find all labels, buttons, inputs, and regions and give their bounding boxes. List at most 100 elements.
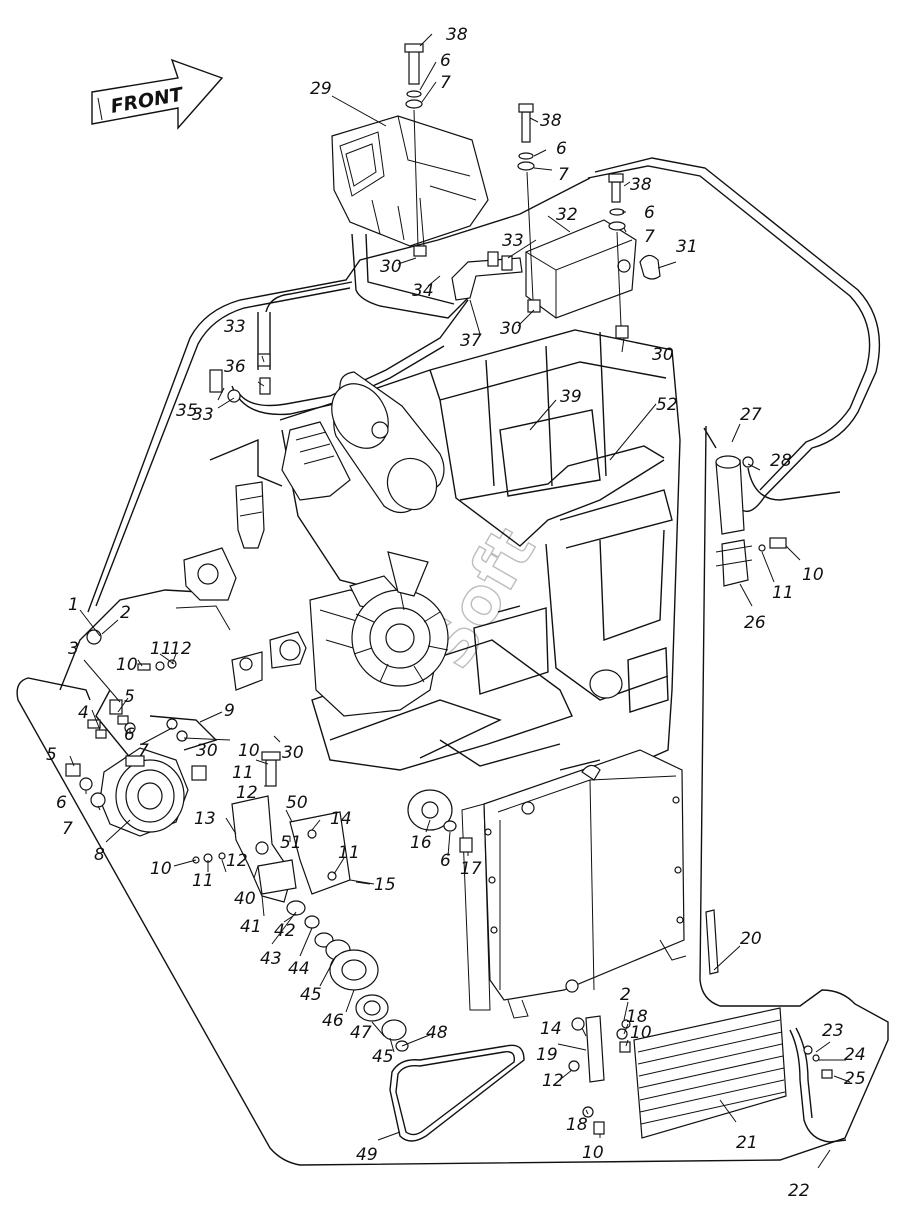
- callout-7: 7: [644, 227, 655, 247]
- callout-14: 14: [330, 809, 352, 829]
- callout-10: 10: [238, 741, 260, 761]
- callout-7: 7: [440, 73, 451, 93]
- callout-45: 45: [372, 1047, 394, 1067]
- callout-28: 28: [770, 451, 792, 471]
- callout-30: 30: [652, 345, 674, 365]
- callout-34: 34: [412, 281, 434, 301]
- callout-21: 21: [736, 1133, 758, 1153]
- callout-10: 10: [802, 565, 824, 585]
- callout-7: 7: [62, 819, 73, 839]
- callout-7: 7: [138, 741, 149, 761]
- callout-12: 12: [236, 783, 258, 803]
- callout-40: 40: [234, 889, 256, 909]
- callout-38: 38: [630, 175, 652, 195]
- callout-10: 10: [150, 859, 172, 879]
- callout-11: 11: [192, 871, 214, 891]
- compressor: [99, 747, 207, 837]
- callout-18: 18: [566, 1115, 588, 1135]
- callout-30: 30: [500, 319, 522, 339]
- callout-50: 50: [286, 793, 308, 813]
- callout-30: 30: [380, 257, 402, 277]
- receiver-drier-box: [525, 219, 661, 319]
- machine-frame: [209, 329, 681, 781]
- callout-11: 11: [150, 639, 172, 659]
- callout-5: 5: [124, 687, 135, 707]
- bolt-stack-c: [608, 173, 629, 339]
- callout-labels: 38 6 7 29 38 6 7 38 6 7 32 33 31 30 34 3…: [46, 25, 866, 1201]
- condenser: [568, 909, 847, 1143]
- callout-42: 42: [274, 921, 296, 941]
- muffler: [331, 371, 445, 514]
- callout-38: 38: [446, 25, 468, 45]
- callout-6: 6: [56, 793, 67, 813]
- callout-52: 52: [656, 395, 678, 415]
- callout-11: 11: [772, 583, 794, 603]
- bolt-stack-b: [517, 103, 541, 313]
- bolt-stack-a: [404, 43, 427, 257]
- callout-11: 11: [338, 843, 360, 863]
- callout-29: 29: [310, 79, 332, 99]
- callout-3: 3: [68, 639, 79, 659]
- front-label: FRONT: [109, 83, 186, 118]
- callout-18: 18: [626, 1007, 648, 1027]
- callout-46: 46: [322, 1011, 344, 1031]
- expansion-valve: [209, 353, 271, 403]
- callout-45: 45: [300, 985, 322, 1005]
- callout-32: 32: [556, 205, 578, 225]
- callout-16: 16: [410, 833, 432, 853]
- idler-pulley: [407, 789, 473, 853]
- pulley-assembly: [286, 900, 409, 1052]
- callout-33: 33: [502, 231, 524, 251]
- drive-belt: [389, 1044, 525, 1142]
- callout-4: 4: [78, 703, 89, 723]
- callout-47: 47: [350, 1023, 372, 1043]
- callout-25: 25: [844, 1069, 866, 1089]
- callout-22: 22: [788, 1181, 810, 1201]
- callout-33: 33: [192, 405, 214, 425]
- callout-24: 24: [844, 1045, 866, 1065]
- callout-38: 38: [540, 111, 562, 131]
- callout-20: 20: [740, 929, 762, 949]
- callout-11: 11: [232, 763, 254, 783]
- callout-27: 27: [740, 405, 762, 425]
- callout-9: 9: [224, 701, 235, 721]
- callout-5: 5: [46, 745, 57, 765]
- evaporator-unit: [331, 115, 489, 247]
- callout-2: 2: [120, 603, 131, 623]
- callout-19: 19: [536, 1045, 558, 1065]
- callout-13: 13: [194, 809, 216, 829]
- callout-6: 6: [556, 139, 567, 159]
- callout-6: 6: [440, 51, 451, 71]
- callout-23: 23: [822, 1021, 844, 1041]
- callout-31: 31: [676, 237, 698, 257]
- radiator: [461, 749, 687, 1019]
- callout-12: 12: [542, 1071, 564, 1091]
- callout-7: 7: [558, 165, 569, 185]
- callout-43: 43: [260, 949, 282, 969]
- callout-37: 37: [460, 331, 482, 351]
- callout-10: 10: [630, 1023, 652, 1043]
- cooling-fan: [351, 551, 449, 687]
- callout-51: 51: [280, 833, 302, 853]
- callout-6: 6: [440, 851, 451, 871]
- callout-39: 39: [560, 387, 582, 407]
- callout-30: 30: [282, 743, 304, 763]
- callout-10: 10: [116, 655, 138, 675]
- callout-1: 1: [68, 595, 79, 615]
- callout-12: 12: [226, 851, 248, 871]
- callout-44: 44: [288, 959, 310, 979]
- callout-41: 41: [240, 917, 262, 937]
- callout-15: 15: [374, 875, 396, 895]
- callout-48: 48: [426, 1023, 448, 1043]
- callout-49: 49: [356, 1145, 378, 1165]
- fitting-assembly: [451, 251, 523, 301]
- callout-12: 12: [170, 639, 192, 659]
- callout-36: 36: [224, 357, 246, 377]
- leader-lines: [69, 33, 851, 1169]
- receiver-tank: [703, 427, 841, 587]
- callout-10: 10: [582, 1143, 604, 1163]
- refrigerant-hose-loop: [16, 157, 889, 1166]
- tensioner-bracket: [192, 751, 375, 903]
- callout-30: 30: [196, 741, 218, 761]
- callout-26: 26: [744, 613, 766, 633]
